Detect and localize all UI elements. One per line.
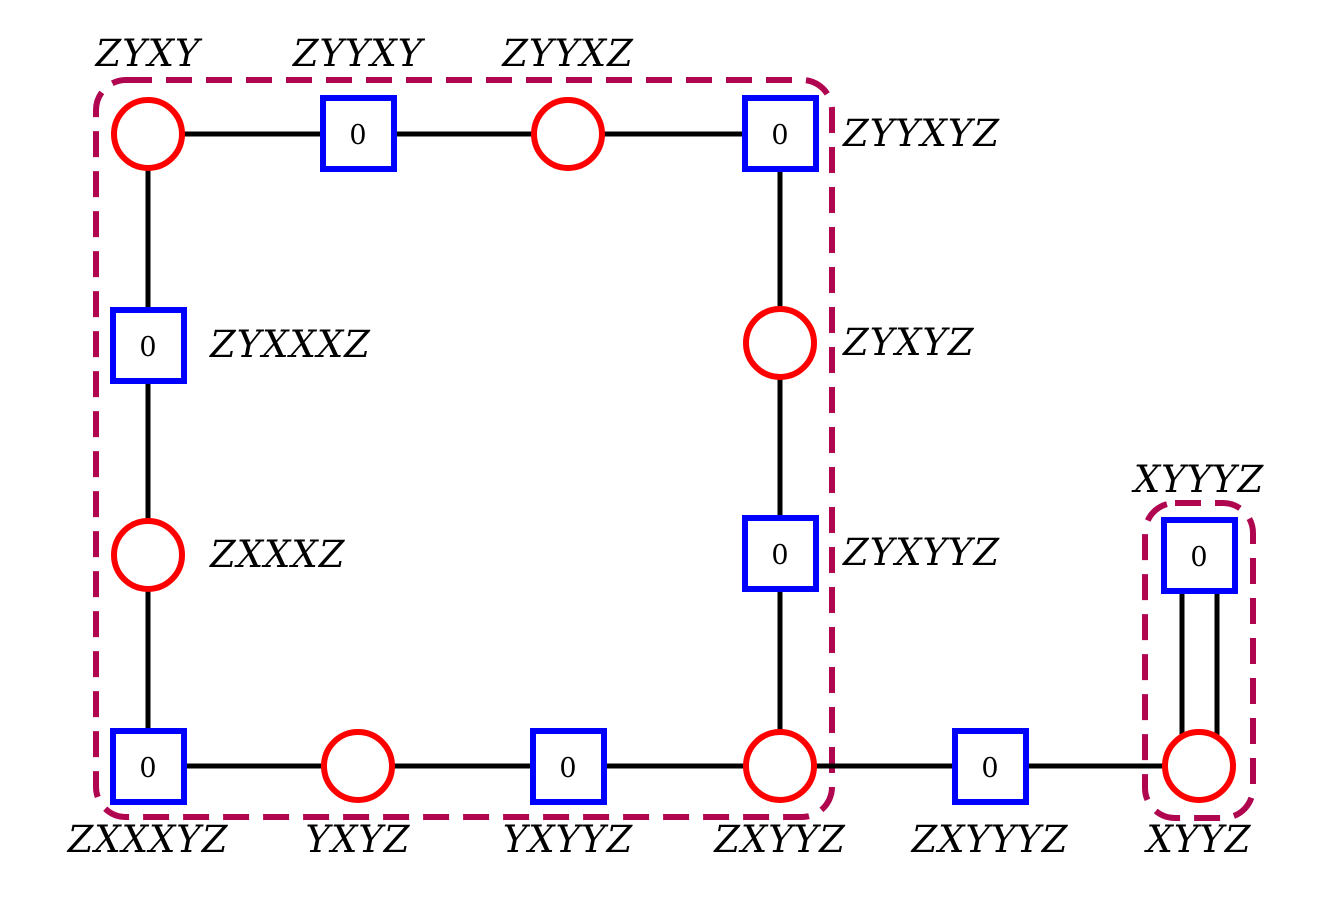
node-yxyyz-box [530,728,607,805]
node-xyyyz-value: 0 [1190,542,1207,573]
node-xyyyz: 0 [1161,517,1238,594]
node-zyyxy: 0 [320,95,397,172]
regions [93,77,1256,821]
label-xyyyz: XYYYZ [1131,458,1265,501]
node-zyyxz [531,97,605,171]
node-zxyyyz-box [952,728,1029,805]
node-zyxxxz: 0 [110,307,187,384]
node-zxxxyz: 0 [110,728,187,805]
node-zyxyyz-value: 0 [771,540,788,571]
region-main-block [93,77,835,820]
node-zyxyz [743,306,817,380]
label-zxyyz: ZXYYZ [713,818,846,861]
nodes: 0 0 0 0 0 0 [110,95,1238,805]
node-yxyz [321,729,395,803]
label-yxyyz: YXYYZ [503,818,634,861]
label-zyxy: ZYXY [95,32,203,75]
node-zxyyyz: 0 [952,728,1029,805]
node-zxyyyz-value: 0 [981,753,998,784]
region-right-block [1142,500,1256,821]
node-zxxxyz-value: 0 [139,753,156,784]
label-zxxxyz: ZXXXYZ [67,818,229,861]
node-zxxxyz-box [110,728,187,805]
label-zyyxy: ZYYXY [292,32,426,75]
label-zyxxxz: ZYXXXZ [209,323,371,366]
node-xyyyz-box [1161,517,1238,594]
labels: ZYXY ZYYXY ZYYXZ ZYYXYZ ZYXXXZ ZXXXZ ZYX… [67,32,1265,861]
edges [145,131,1220,769]
label-zxxxz: ZXXXZ [209,533,346,576]
node-zyxyyz-box [742,515,819,592]
node-zyyxyz: 0 [742,95,819,172]
label-zxyyyz: ZXYYYZ [910,818,1068,861]
node-zyyxy-box [320,95,397,172]
label-zyxyz: ZYXYZ [842,321,975,364]
node-zyxxxz-box [110,307,187,384]
node-zxyyz [743,729,817,803]
node-xyyz [1162,729,1236,803]
node-zxxxz [111,518,185,592]
label-zyyxz: ZYYXZ [501,32,634,75]
label-zyyxyz: ZYYXYZ [842,112,1000,155]
node-yxyyz: 0 [530,728,607,805]
label-zyxyyz: ZYXYYZ [842,531,1000,574]
node-zyxy [111,97,185,171]
node-zyxyyz: 0 [742,515,819,592]
label-yxyz: YXYZ [306,818,411,861]
node-zyyxyz-value: 0 [771,120,788,151]
node-zyyxy-value: 0 [349,120,366,151]
node-zyyxyz-box [742,95,819,172]
label-xyyz: XYYZ [1144,818,1252,861]
node-yxyyz-value: 0 [559,753,576,784]
node-zyxxxz-value: 0 [139,332,156,363]
